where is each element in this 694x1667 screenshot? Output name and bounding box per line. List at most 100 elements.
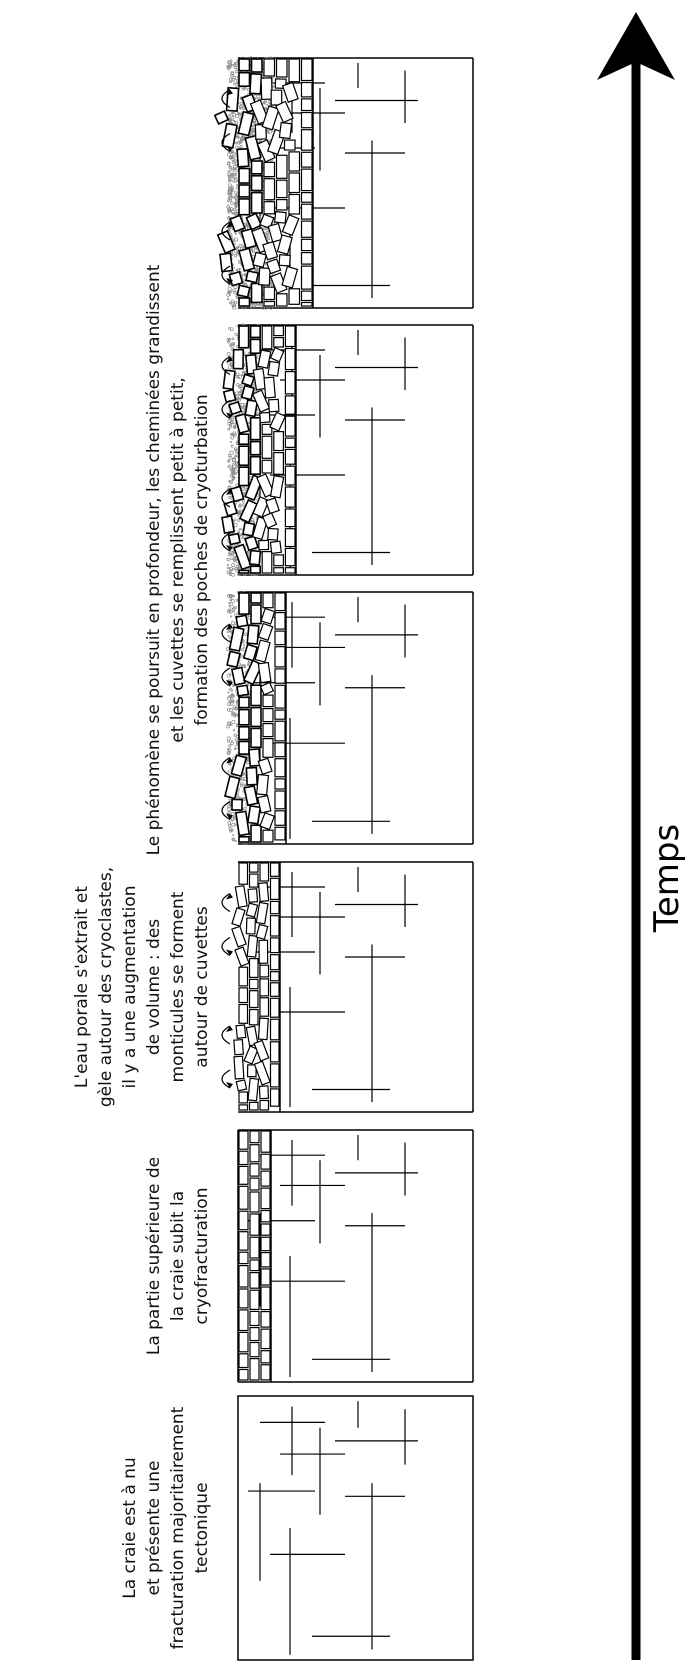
cryoclast-block [257,882,270,903]
cryoclast-block [263,161,276,178]
cryoclast-block [230,666,246,686]
gravel-particle [239,117,242,120]
gravel-particle [230,573,235,577]
gravel-particle [228,193,231,196]
gravel-particle [230,168,234,172]
gravel-particle [234,461,239,465]
gravel-particle [226,152,231,157]
cryoclast-block [240,384,256,401]
chalk-block [237,1395,474,1661]
cryoclast-block [249,455,262,476]
gravel-particle [238,383,243,388]
gravel-particle [235,80,238,83]
cryoclast-block [284,395,296,415]
cryoclast-block [274,630,286,646]
cryoclast-block [241,373,256,388]
cryoclast-block [274,810,286,826]
cryoclast-block [234,413,250,435]
cryoclast-block [253,1039,270,1062]
gravel-particle [234,69,239,74]
cryoclast-block [249,565,262,574]
cryoclast-block [300,238,313,252]
gravel-particle [229,607,233,611]
gravel-particle [238,107,242,110]
gravel-particle [265,230,269,235]
cryoclast-block [262,694,274,708]
cryoclast-block [227,400,243,416]
gravel-particle [229,233,233,236]
gravel-particle [230,179,233,182]
cryoclast-block [238,1251,249,1265]
cryoclast-block [261,105,280,131]
cryoclast-block [225,86,240,112]
gravel-particle [227,563,230,566]
gravel-particle [231,719,236,724]
gravel-particle [227,340,231,344]
gravel-particle [229,594,233,599]
cryoclast-block [238,862,249,885]
gravel-particle [232,467,236,470]
gravel-particle [229,150,233,154]
cryoclast-block [257,757,273,775]
cryoclast-block [262,707,274,723]
gravel-particle [233,432,237,437]
gravel-particle [255,268,260,272]
cryoclast-block [259,1099,270,1111]
cryoclast-block [278,254,291,267]
cryoclast-block [238,1003,249,1024]
gravel-particle [229,615,232,618]
gravel-particle [230,70,235,75]
cryoclast-block [238,198,251,216]
time-axis: Temps [597,12,687,1660]
cryoclast-block [300,58,313,82]
cryoclast-block [248,873,259,888]
gravel-particle [243,784,247,788]
gravel-particle [243,798,246,801]
gravel-particle [229,466,234,471]
gravel-particle [231,812,235,816]
gravel-particle [226,351,231,356]
cryoclast-block [238,725,250,741]
cryoclast-block [269,1088,280,1107]
gravel-particle [232,63,235,67]
cryoclast-block [233,1038,245,1056]
cryoclast-block [269,900,280,915]
gravel-particle [232,606,236,610]
gravel-particle [240,528,243,531]
cryoclast-block [249,325,262,339]
cryoclast-block [244,534,259,552]
heave-arrow [221,265,231,285]
cryoclast-block [300,192,313,203]
heave-arrowhead [226,356,233,363]
cryoclast-block [231,925,247,948]
cryoclast-block [259,213,275,230]
cryoclast-block [236,147,250,168]
stage-caption-line: Le phénomène se poursuit en profondeur, … [144,264,164,855]
gravel-particle [236,268,240,272]
gravel-particle [228,567,234,572]
cryoclast-block [300,151,313,168]
gravel-particle [230,201,234,206]
gravel-particle [233,518,237,521]
gravel-particle [241,405,245,410]
gravel-particle [239,783,244,788]
cryoclast-block [260,1236,271,1252]
cryoclast-block [237,110,255,137]
gravel-particle [226,630,230,634]
cryoclast-block [229,485,245,503]
cryoclast-block [221,515,235,535]
cryoclast-block [238,184,251,198]
cryoclast-block [245,902,259,918]
gravel-particle [227,739,231,743]
cryoclast-block [222,369,236,391]
cryoclast-block [226,650,241,669]
cryoclast-block [238,708,250,726]
stage-caption-line: de volume : des [144,919,164,1055]
cryoclast-block [255,901,269,925]
gravel-particle [233,291,237,295]
gravel-particle [241,134,244,138]
gravel-particle [232,705,237,710]
cryoclast-block [275,199,288,211]
gravel-particle [229,59,233,62]
